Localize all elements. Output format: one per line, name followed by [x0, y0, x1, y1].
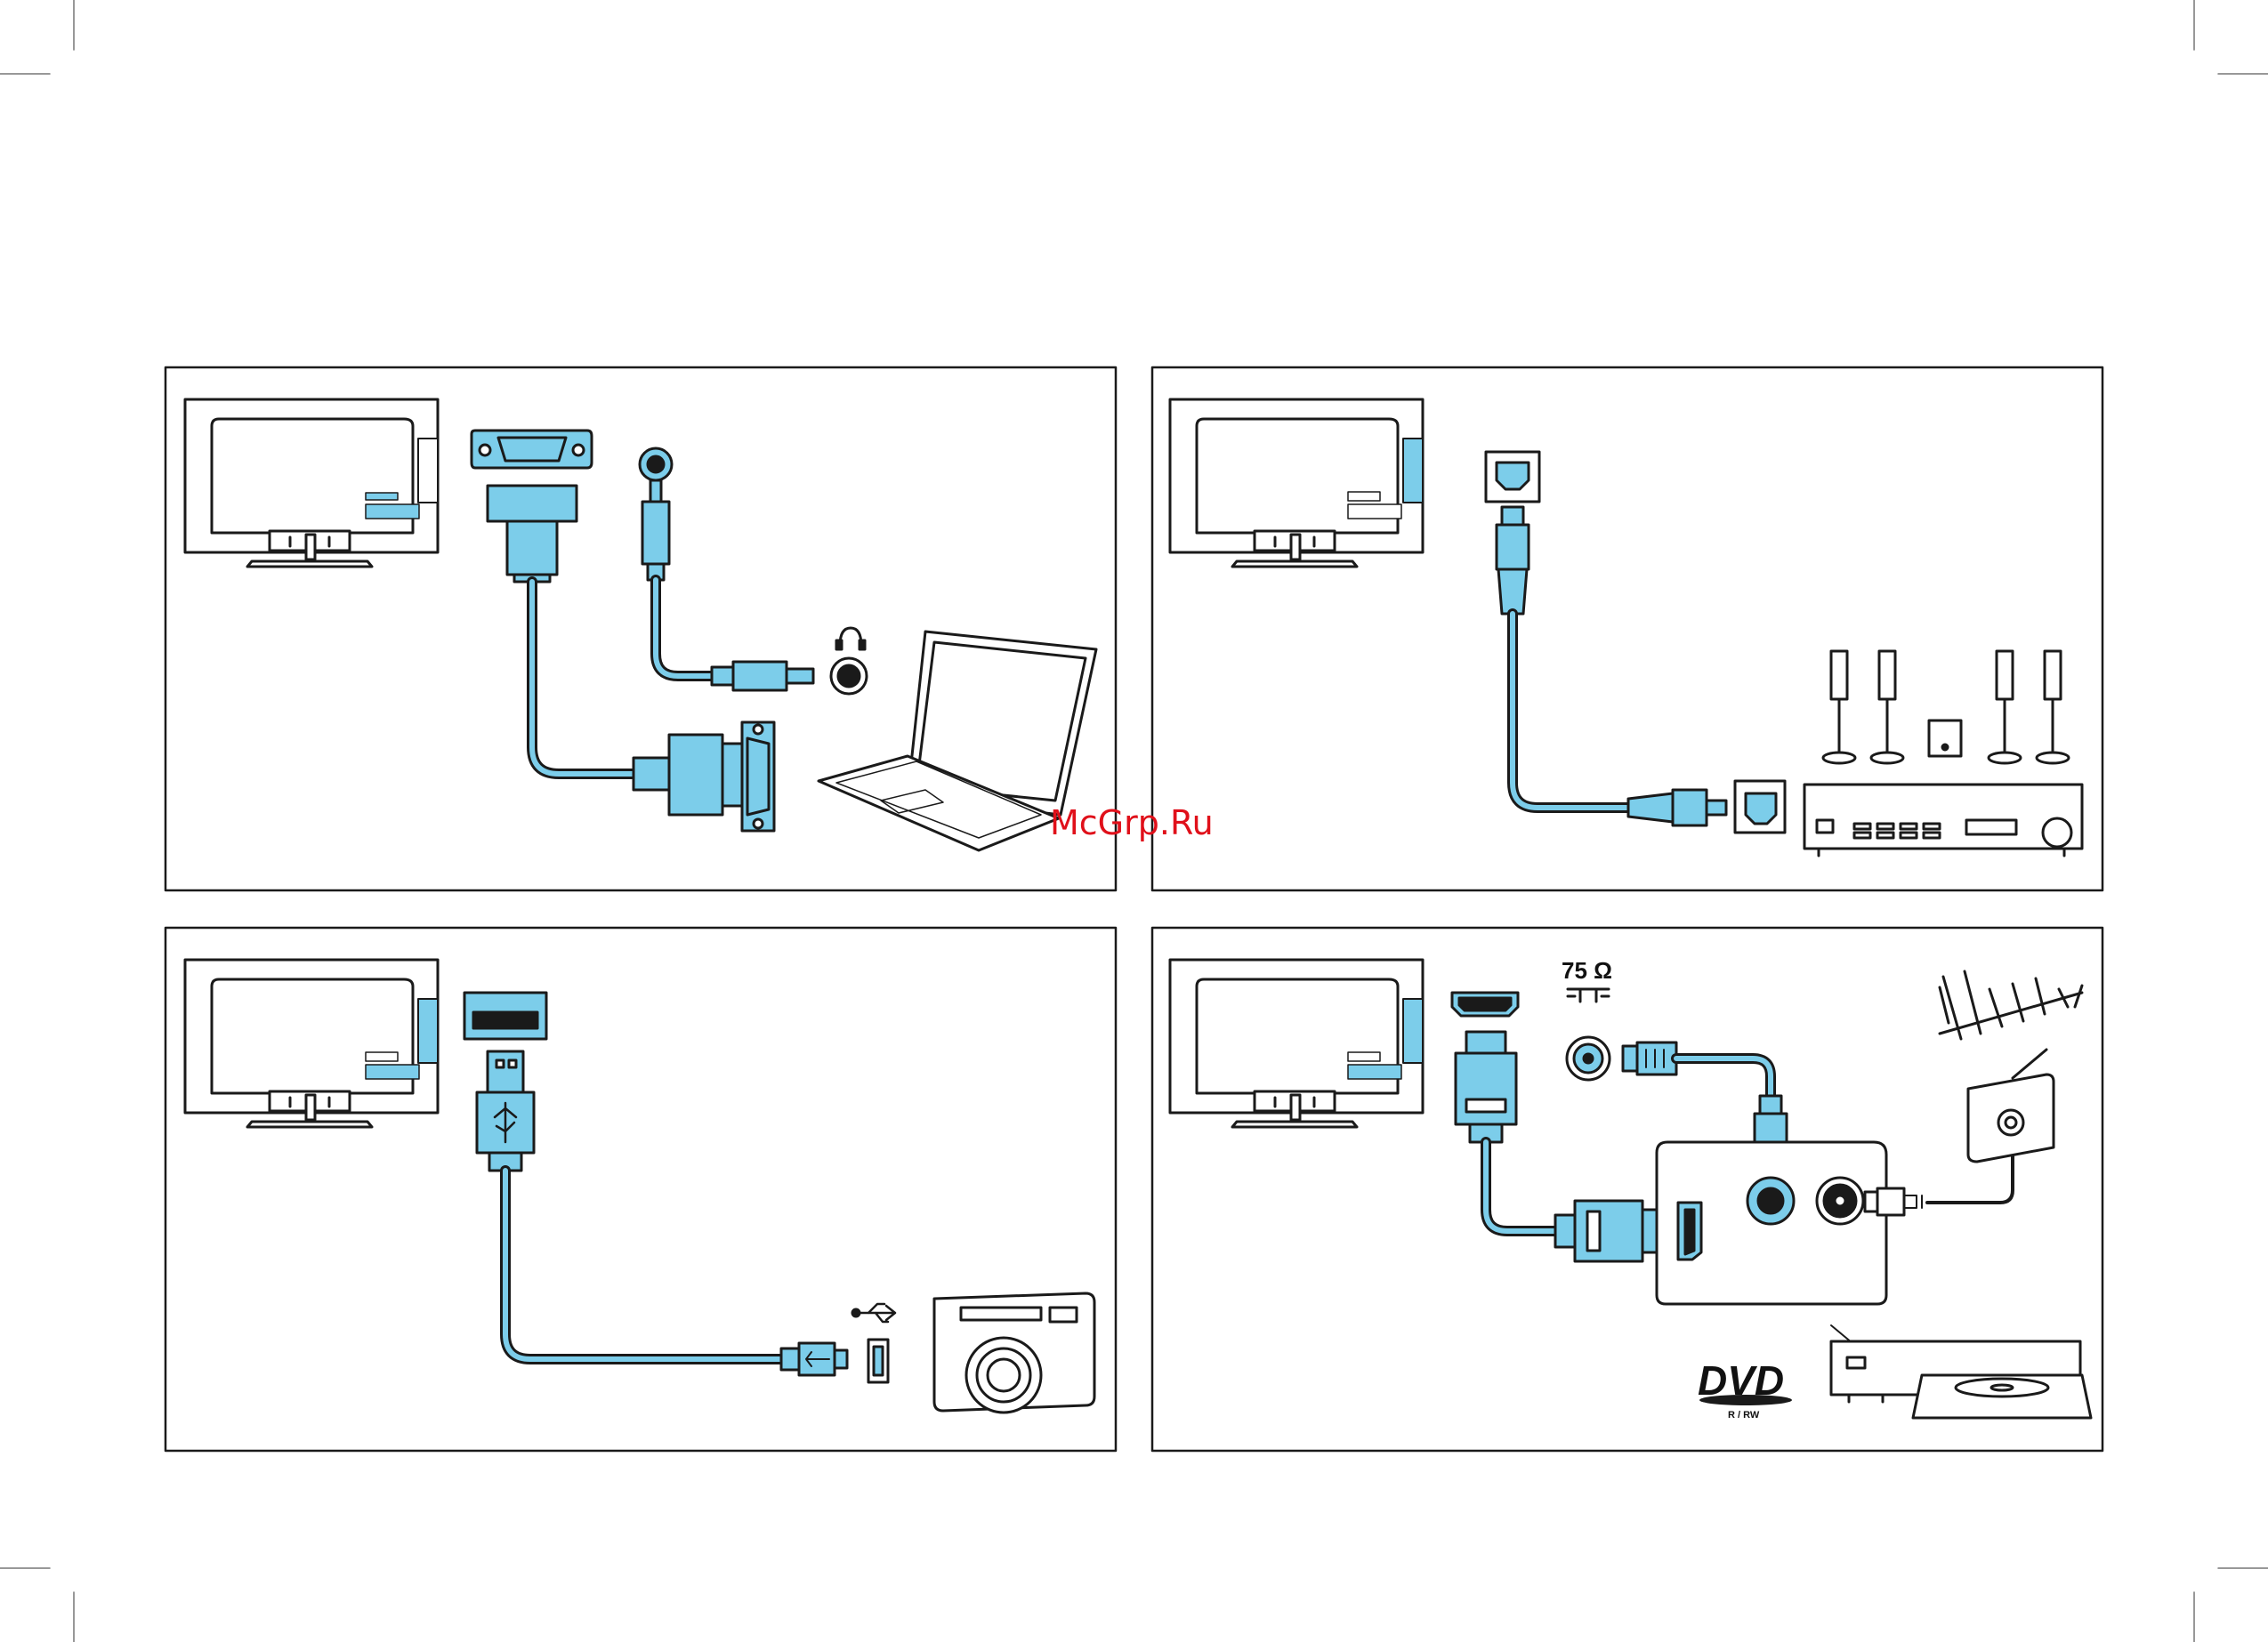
camera-icon — [934, 1293, 1094, 1413]
vga-port-laptop-icon — [742, 722, 774, 831]
impedance-label: 75 Ω — [1562, 957, 1612, 1002]
optical-port-receiver-icon — [1735, 781, 1785, 833]
mini-usb-port-icon — [868, 1340, 888, 1382]
panel-usb-connection — [165, 928, 1116, 1451]
tv-icon — [1170, 399, 1423, 567]
usb-cable — [477, 1051, 847, 1375]
panel-hdmi-antenna-connection: 75 Ω — [1152, 928, 2103, 1451]
optical-port-icon — [1486, 452, 1539, 502]
usb-icon — [852, 1304, 895, 1322]
usb-port-icon — [464, 993, 546, 1039]
receiver-icon — [1804, 785, 2082, 856]
optical-cable — [1497, 507, 1726, 825]
audio-jack-cable — [640, 448, 867, 694]
wall-socket-icon — [1968, 1075, 2054, 1162]
vga-cable — [488, 486, 749, 815]
dvd-recorder-back-panel — [1657, 1142, 1886, 1304]
watermark-text: McGrp.Ru — [1050, 803, 1214, 842]
panel-optical-connection — [1152, 367, 2103, 890]
hdmi-port-icon — [1452, 993, 1518, 1016]
dvd-format-text: R / RW — [1728, 1410, 1760, 1421]
panel-pc-connection — [165, 367, 1116, 890]
dvd-logo: DVD R / RW — [1698, 1357, 1792, 1421]
home-theater-speakers-icon — [1823, 651, 2069, 763]
tv-icon — [1170, 960, 1423, 1127]
vga-port-icon — [472, 431, 592, 468]
headphone-icon — [836, 628, 865, 649]
tv-icon — [185, 960, 438, 1127]
tv-icon — [185, 399, 438, 567]
antenna-icon — [1940, 971, 2082, 1078]
dvd-player-icon — [1831, 1325, 2091, 1418]
impedance-text: 75 Ω — [1562, 957, 1612, 984]
